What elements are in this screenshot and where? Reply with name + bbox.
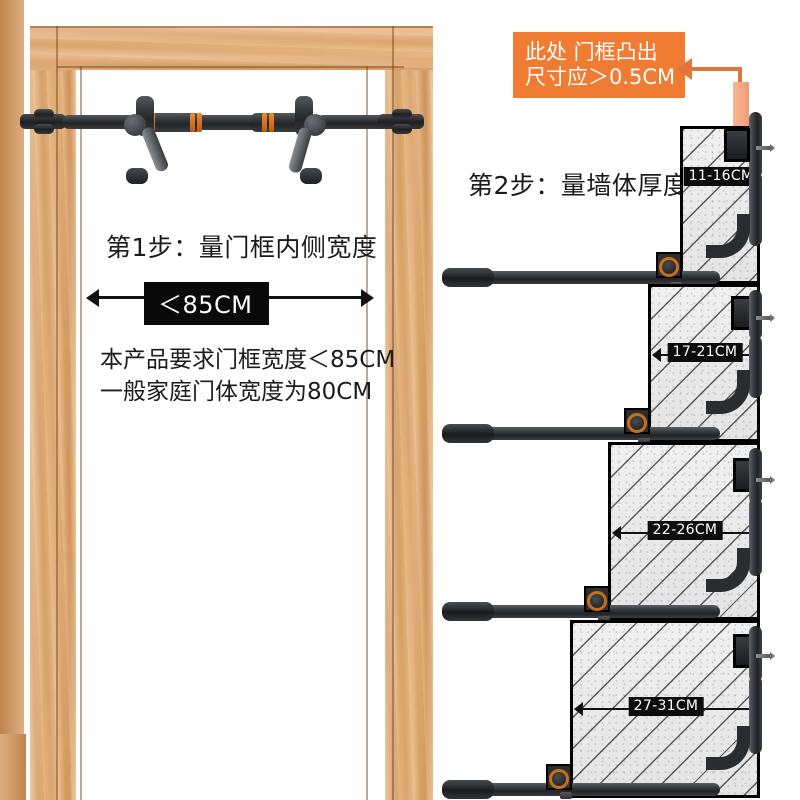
- bracket2-strut: [287, 126, 313, 175]
- pull-up-bar-assembly: [0, 94, 440, 184]
- bar2-vertical-upper: [749, 290, 762, 340]
- bar1-vertical-upper: [749, 112, 762, 178]
- callout-line-1: 此处 门框凸出: [525, 40, 658, 65]
- wall-section-2-label: 17-21CM: [667, 343, 743, 362]
- wall-section-1-dimension: 11-16CM: [683, 167, 759, 190]
- bar4-screw-upper: [756, 652, 775, 660]
- bar1-copper-joint: [659, 257, 679, 277]
- step1-door-frame-view: 第1步：量门框内侧宽度 ＜85CM 本产品要求门框宽度＜85CM 一般家庭门体宽…: [0, 0, 440, 800]
- bar2-screw-upper: [756, 314, 775, 322]
- bar1-horizontal-arm: [470, 271, 720, 284]
- door-frame-right-reveal: [0, 734, 26, 800]
- bar4-copper-joint: [549, 769, 569, 789]
- bar-left-collar-upper: [34, 109, 54, 119]
- dim3-arrow-left: [612, 526, 621, 540]
- frame-protrusion-callout: 此处 门框凸出 尺寸应＞0.5CM: [513, 32, 685, 98]
- bar1-vertical-lower: [749, 172, 762, 246]
- dim2-arrow-left: [652, 348, 661, 362]
- bar3-vertical-upper: [749, 448, 762, 504]
- bar-accent-ring-3: [197, 113, 202, 132]
- wall-section-2-dimension: 17-21CM: [652, 343, 758, 366]
- bar-right-outer-tube: [316, 115, 388, 129]
- frame-edge-left-inner: [80, 66, 82, 800]
- wall-section-4-label: 27-31CM: [628, 697, 704, 716]
- bar1-screw-upper: [756, 144, 775, 152]
- bar-accent-ring-5: [269, 113, 274, 132]
- bar-right-collar-upper: [392, 109, 412, 119]
- bar-left-outer-tube: [62, 115, 136, 129]
- step1-note-line-2: 一般家庭门体宽度为80CM: [100, 379, 373, 405]
- door-frame-right-jamb: [385, 26, 433, 800]
- callout-arrow-head-icon: [676, 58, 692, 80]
- bar4-horizontal-arm: [470, 783, 720, 796]
- bar4-vertical-upper: [749, 626, 762, 682]
- bar3-grip: [442, 602, 494, 621]
- step1-title: 第1步：量门框内侧宽度: [106, 233, 378, 262]
- bar-right-end-cap: [378, 114, 424, 129]
- bar1-mount-block-upper: [724, 128, 750, 162]
- callout-line-2: 尺寸应＞0.5CM: [525, 65, 676, 89]
- step2-title: 第2步：量墙体厚度: [468, 171, 689, 200]
- bar-left-collar-lower: [34, 124, 54, 134]
- bracket1-pivot: [124, 114, 146, 136]
- wall-section-1-label: 11-16CM: [683, 167, 759, 186]
- wall-section-3-dimension: 22-26CM: [612, 521, 758, 544]
- door-frame-header: [30, 26, 433, 70]
- bracket1-strut: [140, 125, 170, 174]
- frame-edge-top: [30, 26, 433, 28]
- bar3-copper-joint: [587, 591, 607, 611]
- width-measurement-arrow: ＜85CM: [86, 282, 374, 325]
- bar2-small-tab: [638, 438, 650, 445]
- bar2-vertical-lower: [749, 336, 762, 398]
- bar4-grip: [442, 780, 494, 799]
- bar2-horizontal-arm: [470, 427, 720, 440]
- wall-section-4-dimension: 27-31CM: [574, 697, 758, 720]
- wall-section-3-label: 22-26CM: [647, 521, 723, 540]
- measure-arrow-head-right: [361, 289, 374, 307]
- frame-edge-reveal-top: [57, 66, 404, 68]
- width-measurement-label: ＜85CM: [144, 282, 269, 325]
- bar3-small-tab: [598, 616, 610, 623]
- bar-left-end-cap: [20, 114, 66, 129]
- frame-edge-right-inner: [366, 66, 368, 800]
- bracket1-foot: [126, 168, 148, 184]
- bar-sleeve-left: [148, 113, 202, 132]
- measure-arrow-head-left: [86, 289, 99, 307]
- bar-right-collar-lower: [392, 124, 412, 134]
- bar-accent-ring-4: [262, 113, 267, 132]
- bar4-vertical-lower: [749, 676, 762, 754]
- bar3-screw-upper: [756, 476, 775, 484]
- dim4-arrow-left: [574, 702, 583, 716]
- step1-note-line-1: 本产品要求门框宽度＜85CM: [100, 347, 396, 373]
- bar-accent-ring-2: [190, 113, 195, 132]
- callout-arrow-horizontal: [690, 67, 742, 71]
- bar2-copper-joint: [627, 413, 647, 433]
- bar1-grip: [442, 268, 494, 287]
- door-frame-left-jamb: [30, 26, 76, 800]
- frame-edge-right: [392, 26, 394, 800]
- bar3-vertical-lower: [749, 498, 762, 576]
- bar2-grip: [442, 424, 494, 443]
- frame-edge-left: [56, 26, 58, 800]
- bar4-small-tab: [560, 792, 572, 799]
- bracket2-foot: [300, 168, 322, 184]
